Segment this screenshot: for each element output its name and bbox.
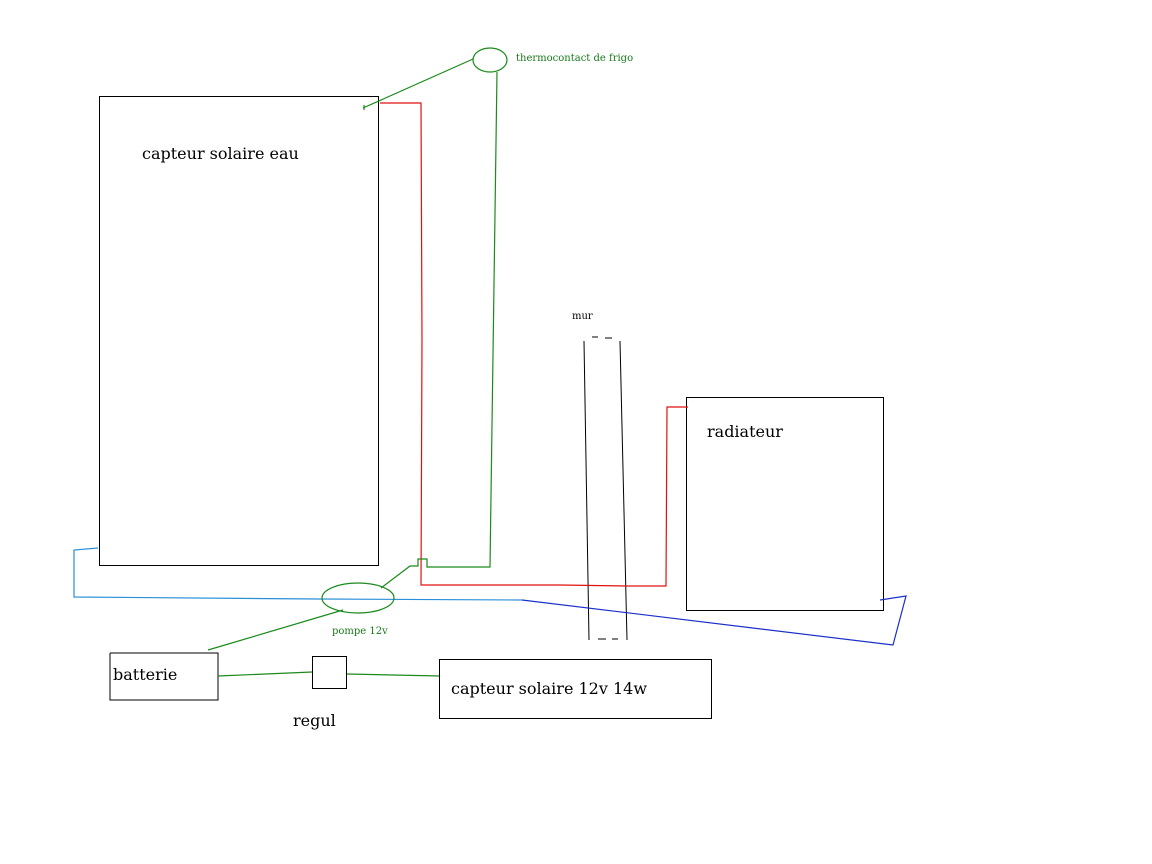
solar-panel-12v	[439, 659, 712, 719]
solar-water-collector-label: capteur solaire eau	[142, 144, 299, 163]
thermocontact-label: thermocontact de frigo	[516, 53, 633, 64]
radiator	[686, 397, 884, 611]
radiator-label: radiateur	[707, 422, 783, 441]
solar-water-collector	[99, 96, 379, 566]
thermocontact-to-pump-wire	[380, 71, 498, 589]
regulator-label: regul	[293, 711, 336, 730]
thermocontact-to-collector-wire	[362, 58, 474, 109]
thermocontact	[472, 47, 508, 73]
battery	[109, 652, 219, 701]
battery-label: batterie	[113, 665, 177, 684]
battery-to-pump-wire	[207, 609, 344, 651]
return-water-pipe-radiator	[521, 595, 907, 646]
pump	[321, 582, 395, 614]
return-water-pipe-collector	[73, 547, 523, 601]
wall-label: mur	[572, 311, 593, 322]
regulator-to-panel-wire	[346, 673, 441, 677]
hot-water-pipe	[380, 102, 688, 587]
solar-panel-12v-label: capteur solaire 12v 14w	[451, 679, 647, 698]
battery-to-regulator-wire	[217, 671, 313, 677]
regulator	[312, 656, 347, 689]
pump-label: pompe 12v	[332, 626, 388, 637]
wall	[583, 336, 628, 641]
